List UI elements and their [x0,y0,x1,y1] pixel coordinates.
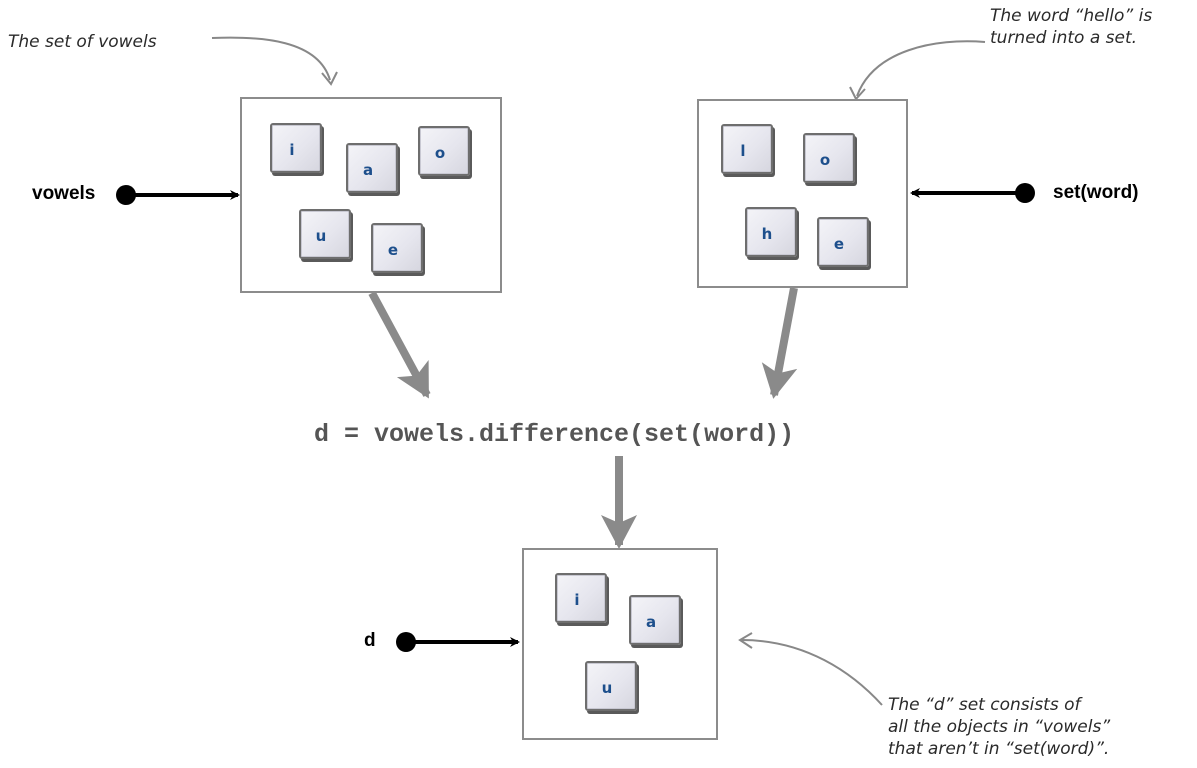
vowels-to-code-arrow [368,291,431,399]
d-variable-label: d [364,630,376,651]
d-reference-arrow [396,632,520,652]
hello-note-line: turned into a set. [990,28,1138,48]
d-reference-dot [396,632,416,652]
vowels-set-note: The set of vowels [8,32,157,52]
d-set-box: i a u [522,548,718,740]
d-item-tile: i [555,573,607,623]
hello-note-line: The word “hello” is [990,6,1153,26]
vowels-item-tile: i [270,123,322,173]
d-item-tile: a [629,595,681,645]
word-item-tile: o [803,133,855,183]
word-item-tile: h [745,207,797,257]
vowels-note-pointer [211,36,331,81]
d-note-pointer-head [738,632,753,649]
word-item-tile: e [817,217,869,267]
word-set-box: l o h e [697,99,908,288]
vowels-item-tile: o [418,126,470,176]
word-to-code-arrow [761,287,798,399]
vowels-item-tile: e [371,223,423,273]
d-set-note-line: The “d” set consists of [888,695,1081,715]
d-set-note-line: all the objects in “vowels” [888,717,1111,737]
hello-note: The word “hello” is turned into a set. [990,5,1152,49]
vowels-item-tile: a [346,143,398,193]
vowels-reference-dot [116,185,136,205]
word-reference-arrow [910,183,1035,203]
d-set-note-line: that aren’t in “set(word)”. [888,739,1110,759]
d-set-note: The “d” set consists of all the objects … [888,694,1110,760]
hello-note-pointer [856,40,986,97]
word-reference-dot [1015,183,1035,203]
word-variable-label: set(word) [1053,182,1139,203]
difference-code-line: d = vowels.difference(set(word)) [314,420,795,449]
vowels-item-tile: u [299,209,351,259]
d-note-pointer [741,639,883,706]
word-item-tile: l [721,124,773,174]
vowels-note-pointer-head [321,71,338,86]
vowels-variable-label: vowels [32,183,96,204]
d-item-tile: u [585,661,637,711]
vowels-reference-arrow [116,185,240,205]
vowels-set-box: i a o u e [240,97,502,293]
